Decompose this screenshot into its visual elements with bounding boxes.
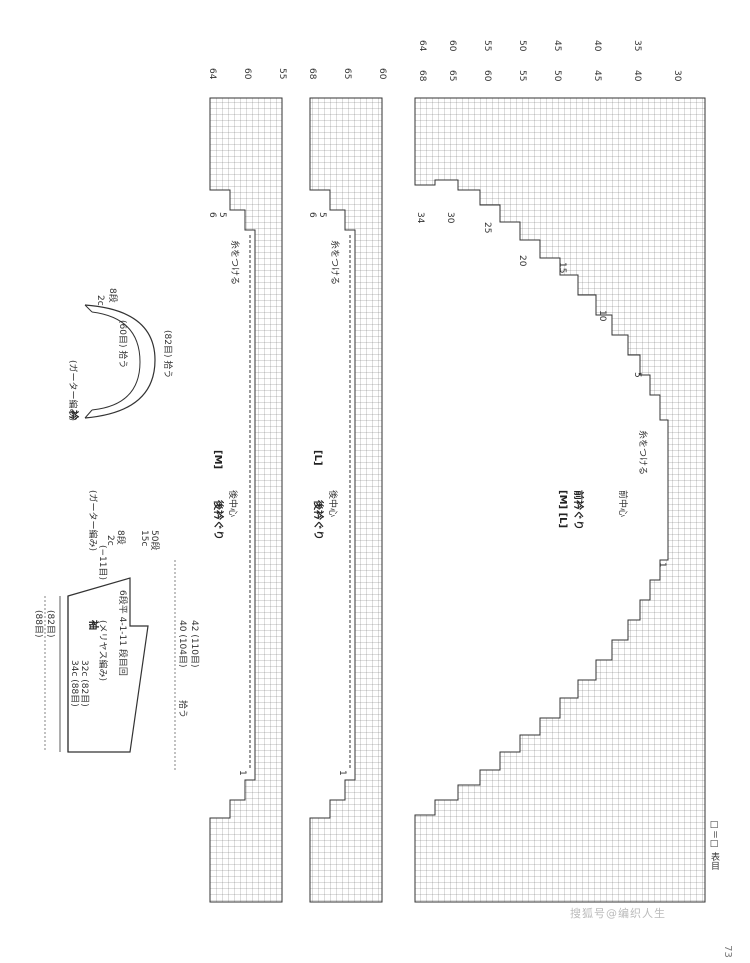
sleeve-cast-m: 40 (104目) [177, 620, 188, 668]
chart-l-row-side: 6 [307, 212, 317, 218]
chart-front-title: 前衿ぐり [572, 490, 585, 530]
chart-l-title: 後衿ぐり [312, 500, 325, 540]
chart-front-row-top: 35 [632, 40, 642, 51]
chart-l: [L] 後衿ぐり 後中心 糸をつける 68 65 60 6 5 1 [307, 68, 387, 903]
chart-front-row-top: 40 [632, 70, 642, 82]
sleeve-border-rows: 8段 [115, 530, 127, 545]
chart-front-row-side: 10 [597, 310, 607, 322]
chart-front-row-side: 30 [445, 212, 455, 224]
sleeve-cast-l: 42 (110目) [189, 620, 200, 668]
sleeve-length: 15c [139, 530, 149, 546]
collar-title: 衿 [67, 410, 80, 420]
chart-front: [M] [L] 前衿ぐり 前中心 糸をつける 64 68 60 65 55 60… [414, 40, 706, 903]
chart-front-row-top: 68 [417, 70, 427, 82]
sleeve-length-rows: 50段 [149, 530, 161, 550]
collar-width: 2c [95, 295, 105, 306]
watermark: 搜狐号@编织人生 [570, 907, 666, 920]
chart-front-row-side: 15 [557, 262, 567, 273]
chart-front-center: 前中心 [617, 490, 629, 517]
chart-l-row-side: 5 [317, 212, 327, 218]
chart-m-row-side: 5 [217, 212, 227, 218]
chart-front-row-side: 25 [482, 222, 492, 233]
chart-m-row-top: 60 [242, 68, 252, 80]
chart-front-row-top: 60 [447, 40, 457, 52]
chart-front-row-top: 55 [517, 70, 527, 81]
chart-l-row-top: 65 [342, 68, 352, 79]
chart-front-row-side: 5 [632, 372, 642, 378]
chart-front-row-top: 45 [592, 70, 602, 81]
chart-front-row-top: 60 [482, 70, 492, 82]
sleeve-border: (ガーター編み) [87, 490, 99, 551]
sleeve-top-m: (82目) [45, 610, 56, 637]
collar-rows: 8段 [107, 288, 119, 303]
sleeve-dec-rule: 6段平 4-1-11 段目回 [117, 590, 129, 676]
chart-front-row-top: 50 [517, 40, 527, 52]
chart-front-attach: 糸をつける [637, 430, 649, 475]
sleeve-title: 袖 [87, 619, 100, 630]
chart-m: [M] 後衿ぐり 後中心 糸をつける 64 60 55 6 5 1 [207, 68, 287, 903]
page-number: 73 [722, 945, 734, 958]
chart-m-attach: 糸をつける [229, 240, 241, 285]
chart-front-row-side: 20 [517, 255, 527, 267]
chart-front-row-side: 1 [657, 562, 667, 568]
chart-front-row-top: 55 [482, 40, 492, 51]
chart-l-row-top: 68 [307, 68, 317, 80]
chart-l-row-top: 60 [377, 68, 387, 80]
chart-m-row-top: 55 [277, 68, 287, 79]
chart-front-grid [414, 97, 706, 903]
chart-front-row-top: 45 [552, 40, 562, 51]
chart-front-row-top: 50 [552, 70, 562, 82]
chart-front-size: [M] [L] [557, 490, 568, 528]
chart-m-size: [M] [212, 450, 223, 469]
chart-front-row-top: 64 [417, 40, 427, 52]
chart-m-row-side: 1 [237, 770, 247, 776]
chart-front-row-top: 30 [672, 70, 682, 82]
chart-front-row-top: 65 [447, 70, 457, 81]
sleeve-width-m: 32c (82目) [79, 660, 90, 707]
chart-l-center: 後中心 [327, 490, 339, 517]
collar-border: (ガーター編み) [67, 360, 79, 421]
chart-front-row-side: 34 [415, 212, 425, 224]
chart-l-attach: 糸をつける [329, 240, 341, 285]
collar-schematic: 衿 (ガーター編み) (60目) 拾う (82目) 拾う 2c 8段 [67, 288, 174, 421]
chart-l-grid [309, 97, 383, 903]
sleeve-subtitle: (メリヤス編み) [97, 620, 109, 681]
collar-outer: (82目) 拾う [162, 330, 174, 378]
sleeve-pickup: 拾う [177, 700, 189, 718]
sleeve-top-l: (88目) [33, 610, 44, 637]
chart-m-grid [209, 97, 283, 903]
sleeve-dec-step: (−11目) [97, 545, 108, 580]
sleeve-width-l: 34c (88目) [69, 660, 80, 707]
sleeve-border-h: 2c [105, 535, 115, 546]
chart-front-row-top: 40 [592, 40, 602, 52]
chart-l-row-side: 1 [337, 770, 347, 776]
chart-m-center: 後中心 [227, 490, 239, 517]
chart-l-size: [L] [312, 450, 323, 466]
chart-m-row-top: 64 [207, 68, 217, 80]
chart-m-title: 後衿ぐり [212, 500, 225, 540]
collar-inner: (60目) 拾う [117, 320, 129, 368]
sleeve-schematic: (82目) (88目) 袖 (メリヤス編み) 32c (82目) 34c (88… [33, 490, 200, 770]
legend: □＝□ 表目 [709, 820, 719, 870]
chart-m-row-side: 6 [207, 212, 217, 218]
